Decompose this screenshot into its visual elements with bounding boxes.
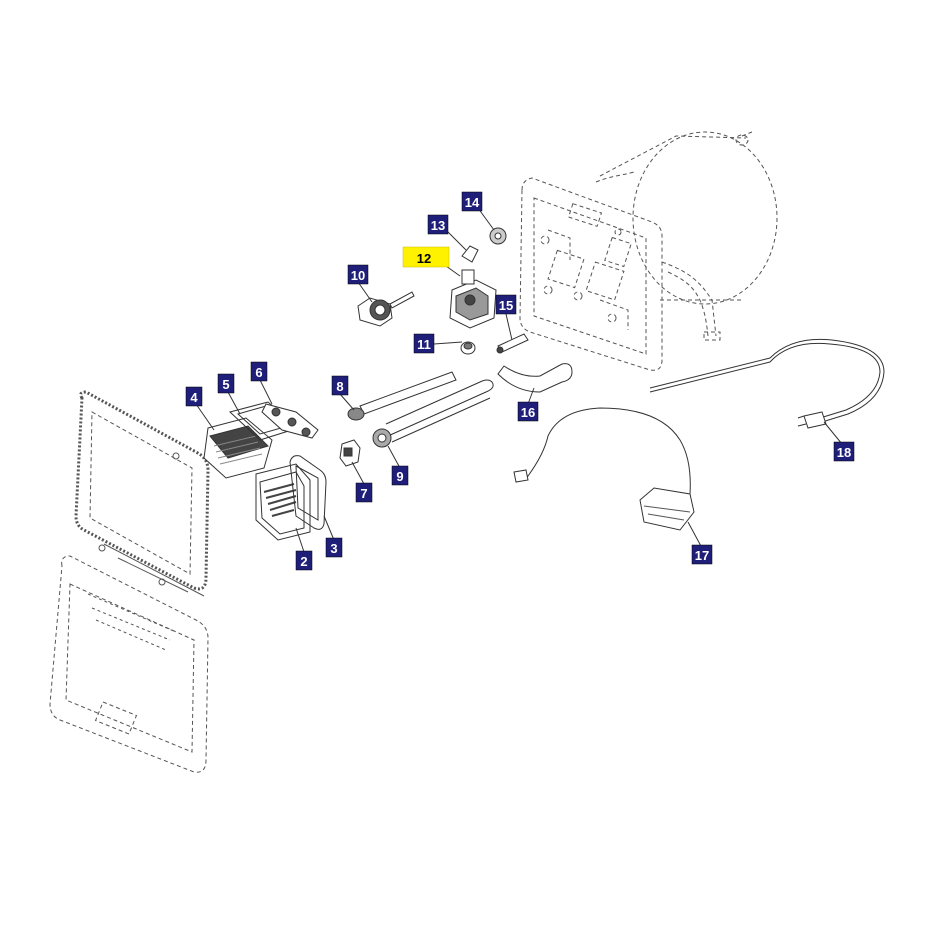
callout-5: 5 (217, 373, 235, 394)
callout-15-label: 15 (499, 298, 513, 313)
part-17-control-module (513, 407, 695, 531)
part-16-hose (497, 363, 573, 393)
callout-4-label: 4 (190, 390, 198, 405)
callout-3-label: 3 (330, 541, 337, 556)
callout-11-label: 11 (417, 337, 431, 352)
callout-14-label: 14 (465, 195, 480, 210)
part-8-rod (347, 371, 457, 421)
water-heater-tank (595, 131, 778, 305)
callout-9-label: 9 (396, 469, 403, 484)
part-11-fitting (460, 341, 476, 355)
callout-2-label: 2 (300, 554, 307, 569)
callout-11: 11 (413, 333, 435, 354)
callout-14: 14 (461, 191, 483, 212)
callout-18: 18 (833, 441, 855, 462)
leader-lines (195, 207, 843, 553)
callout-10: 10 (347, 264, 369, 285)
callout-13-label: 13 (431, 218, 445, 233)
part-12-gas-valve (449, 269, 497, 329)
callout-13: 13 (427, 214, 449, 235)
callout-6: 6 (250, 361, 268, 382)
callout-8-label: 8 (336, 379, 343, 394)
callout-9: 9 (391, 465, 409, 486)
callout-3: 3 (325, 537, 343, 558)
part-2-cover (255, 463, 311, 541)
part-15-sensor (496, 333, 529, 354)
access-door (49, 390, 210, 773)
callout-15: 15 (495, 294, 517, 315)
callout-4: 4 (185, 386, 203, 407)
callout-5-label: 5 (222, 377, 229, 392)
callout-18-label: 18 (837, 445, 851, 460)
callout-8: 8 (331, 375, 349, 396)
part-3-cover-gasket (289, 455, 327, 530)
callout-10-label: 10 (351, 268, 365, 283)
callout-12-highlighted: 12 (402, 246, 450, 268)
part-9-heating-element (372, 379, 494, 448)
callout-7: 7 (355, 482, 373, 503)
callout-17-label: 17 (695, 548, 709, 563)
callout-16: 16 (517, 401, 539, 422)
part-6-bracket (261, 403, 319, 439)
part-14-washer (489, 227, 507, 245)
callout-12-label: 12 (417, 251, 431, 266)
part-10-valve-assembly (357, 291, 415, 327)
part-18-power-cord (649, 338, 885, 429)
callout-6-label: 6 (255, 365, 262, 380)
part-4-terminal-block (203, 417, 273, 479)
part-13-elbow (461, 245, 479, 263)
callout-7-label: 7 (360, 486, 367, 501)
part-7-switch (339, 439, 361, 467)
mounting-frame (519, 177, 721, 371)
callout-2: 2 (295, 550, 313, 571)
callout-16-label: 16 (521, 405, 535, 420)
callout-17: 17 (691, 544, 713, 565)
